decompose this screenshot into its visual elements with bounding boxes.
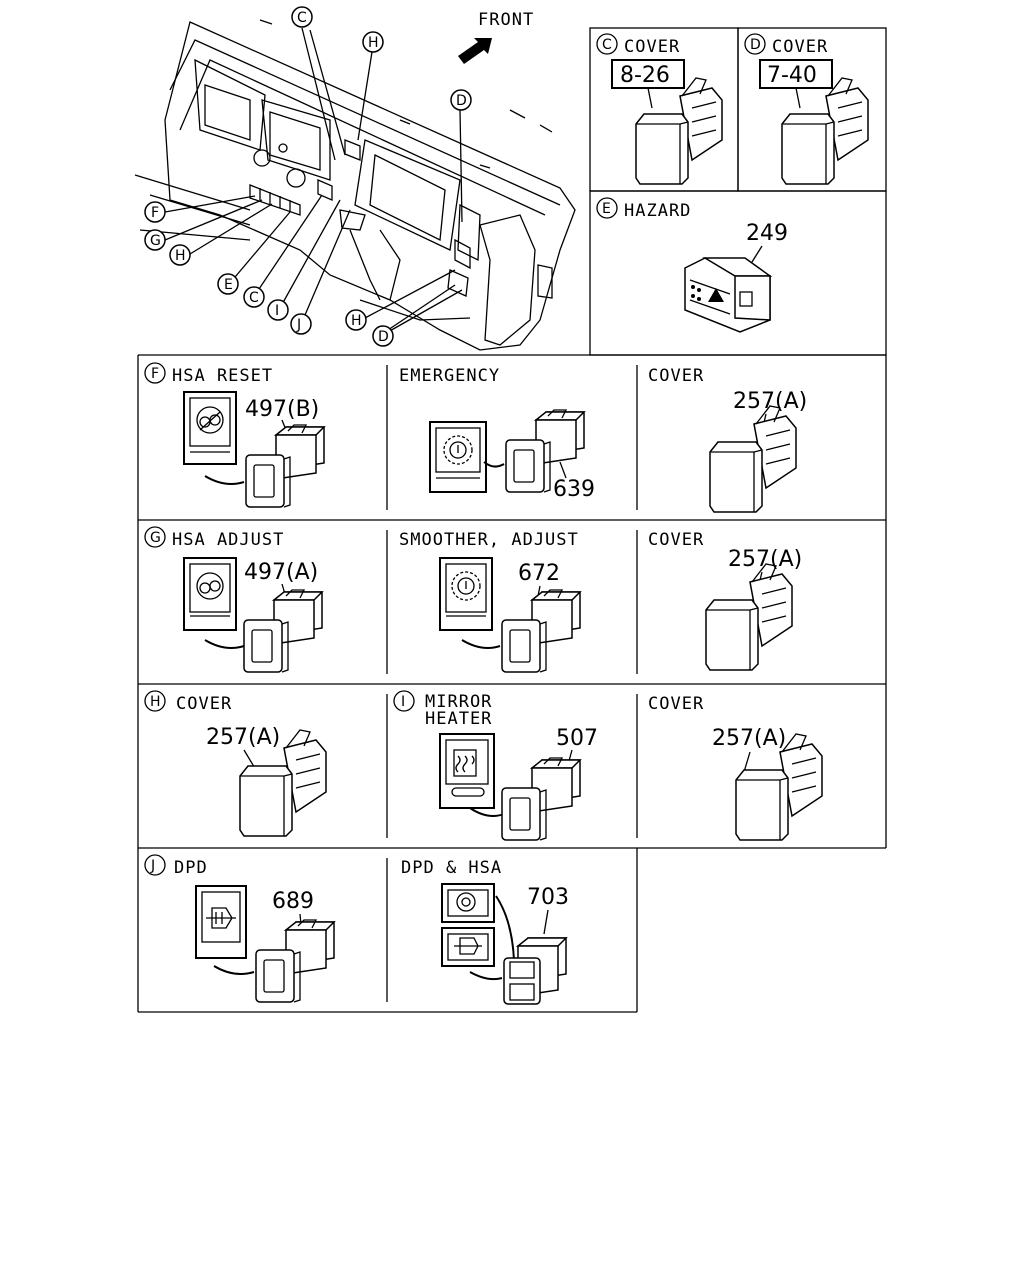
- callout-i: I: [267, 299, 289, 321]
- svg-text:257(A): 257(A): [206, 725, 280, 750]
- hsa-icon: [456, 892, 476, 912]
- svg-text:C: C: [297, 10, 307, 26]
- box-cover-3: COVER 257(A): [648, 694, 823, 841]
- callout-c-bottom: C: [243, 286, 265, 308]
- svg-text:C: C: [602, 37, 612, 53]
- svg-text:DPD & HSA: DPD & HSA: [401, 858, 502, 878]
- svg-text:H: H: [150, 694, 161, 710]
- svg-text:D: D: [378, 329, 389, 345]
- callout-j: J: [290, 313, 312, 335]
- box-dpd-hsa: DPD & HSA 703: [401, 858, 569, 1005]
- svg-text:G: G: [150, 233, 161, 249]
- box-i-mirror-heater: I MIRROR HEATER 507: [393, 690, 598, 841]
- svg-text:689: 689: [272, 889, 314, 914]
- smoother-gear-icon: [451, 571, 481, 601]
- svg-text:HAZARD: HAZARD: [624, 201, 691, 221]
- hazard-triangle-icon: [708, 288, 724, 302]
- callout-g: G: [144, 229, 166, 251]
- callout-d-bottom: D: [372, 325, 394, 347]
- svg-text:672: 672: [518, 561, 560, 586]
- svg-text:COVER: COVER: [648, 530, 704, 550]
- svg-text:E: E: [602, 201, 611, 217]
- callout-d-top: D: [450, 89, 472, 111]
- callout-h-left: H: [169, 244, 191, 266]
- box-c-cover: C COVER 8-26: [589, 27, 739, 192]
- svg-text:639: 639: [553, 477, 595, 502]
- svg-text:D: D: [456, 93, 467, 109]
- box-d-cover: D COVER 7-40: [737, 27, 887, 192]
- svg-text:C: C: [249, 290, 259, 306]
- svg-text:COVER: COVER: [624, 37, 680, 57]
- svg-text:COVER: COVER: [648, 366, 704, 386]
- hsa-icon: [196, 406, 224, 434]
- svg-text:I: I: [275, 303, 279, 319]
- svg-text:G: G: [150, 530, 161, 546]
- box-g-hsa-adjust: G HSA ADJUST 497(A): [144, 526, 323, 673]
- callout-h-top: H: [362, 31, 384, 53]
- svg-text:J: J: [296, 317, 301, 333]
- svg-text:257(A): 257(A): [728, 547, 802, 572]
- box-f-hsa-reset: F HSA RESET 497(B): [144, 362, 325, 508]
- svg-text:HSA ADJUST: HSA ADJUST: [172, 530, 284, 550]
- svg-text:I: I: [401, 694, 405, 710]
- front-label: FRONT: [478, 10, 534, 30]
- box-e-hazard: E HAZARD 249: [589, 190, 887, 356]
- callout-e: E: [217, 273, 239, 295]
- svg-text:E: E: [224, 277, 233, 293]
- dual-switch-icon: [503, 937, 568, 1005]
- svg-text:COVER: COVER: [648, 694, 704, 714]
- svg-text:257(A): 257(A): [712, 726, 786, 751]
- svg-text:HSA RESET: HSA RESET: [172, 366, 273, 386]
- svg-text:H: H: [351, 313, 362, 329]
- svg-text:497(A): 497(A): [244, 560, 318, 585]
- cover-part-icon: [781, 77, 869, 185]
- dpd-filter-icon: [454, 937, 482, 955]
- box-smoother-adjust: SMOOTHER, ADJUST 672: [399, 530, 581, 673]
- box-cover-2: COVER 257(A): [648, 530, 802, 671]
- svg-text:J: J: [150, 858, 155, 874]
- box-cover-1: COVER 257(A): [648, 366, 807, 513]
- callout-f: F: [144, 201, 166, 223]
- svg-text:F: F: [151, 205, 159, 221]
- svg-text:H: H: [175, 248, 186, 264]
- callout-h-bottom: H: [345, 309, 367, 331]
- hsa-icon: [196, 572, 224, 600]
- svg-text:COVER: COVER: [176, 694, 232, 714]
- ref-8-26: 8-26: [620, 63, 670, 88]
- svg-text:EMERGENCY: EMERGENCY: [399, 366, 500, 386]
- ref-7-40: 7-40: [767, 63, 817, 88]
- svg-text:H: H: [368, 35, 379, 51]
- box-emergency: EMERGENCY 639: [399, 366, 595, 502]
- box-j-dpd: J DPD 689: [144, 854, 335, 1003]
- hazard-switch-icon: [684, 257, 773, 333]
- svg-text:D: D: [750, 37, 761, 53]
- svg-text:DPD: DPD: [174, 858, 208, 878]
- svg-text:F: F: [151, 366, 159, 382]
- svg-text:MIRROR: MIRROR: [425, 692, 492, 712]
- svg-text:HEATER: HEATER: [425, 709, 492, 729]
- svg-text:257(A): 257(A): [733, 389, 807, 414]
- mirror-heater-icon: [453, 749, 477, 777]
- svg-text:497(B): 497(B): [245, 397, 319, 422]
- box-h-cover: H COVER 257(A): [144, 690, 327, 837]
- svg-text:507: 507: [556, 726, 598, 751]
- emergency-gear-icon: [443, 435, 473, 465]
- front-arrow-icon: [458, 38, 492, 64]
- svg-text:249: 249: [746, 221, 788, 246]
- svg-text:703: 703: [527, 885, 569, 910]
- svg-text:COVER: COVER: [772, 37, 828, 57]
- svg-text:SMOOTHER, ADJUST: SMOOTHER, ADJUST: [399, 530, 579, 550]
- callout-c-top: C: [291, 6, 313, 28]
- dpd-filter-icon: [206, 907, 236, 929]
- dashboard-overview: FRONT: [134, 6, 576, 351]
